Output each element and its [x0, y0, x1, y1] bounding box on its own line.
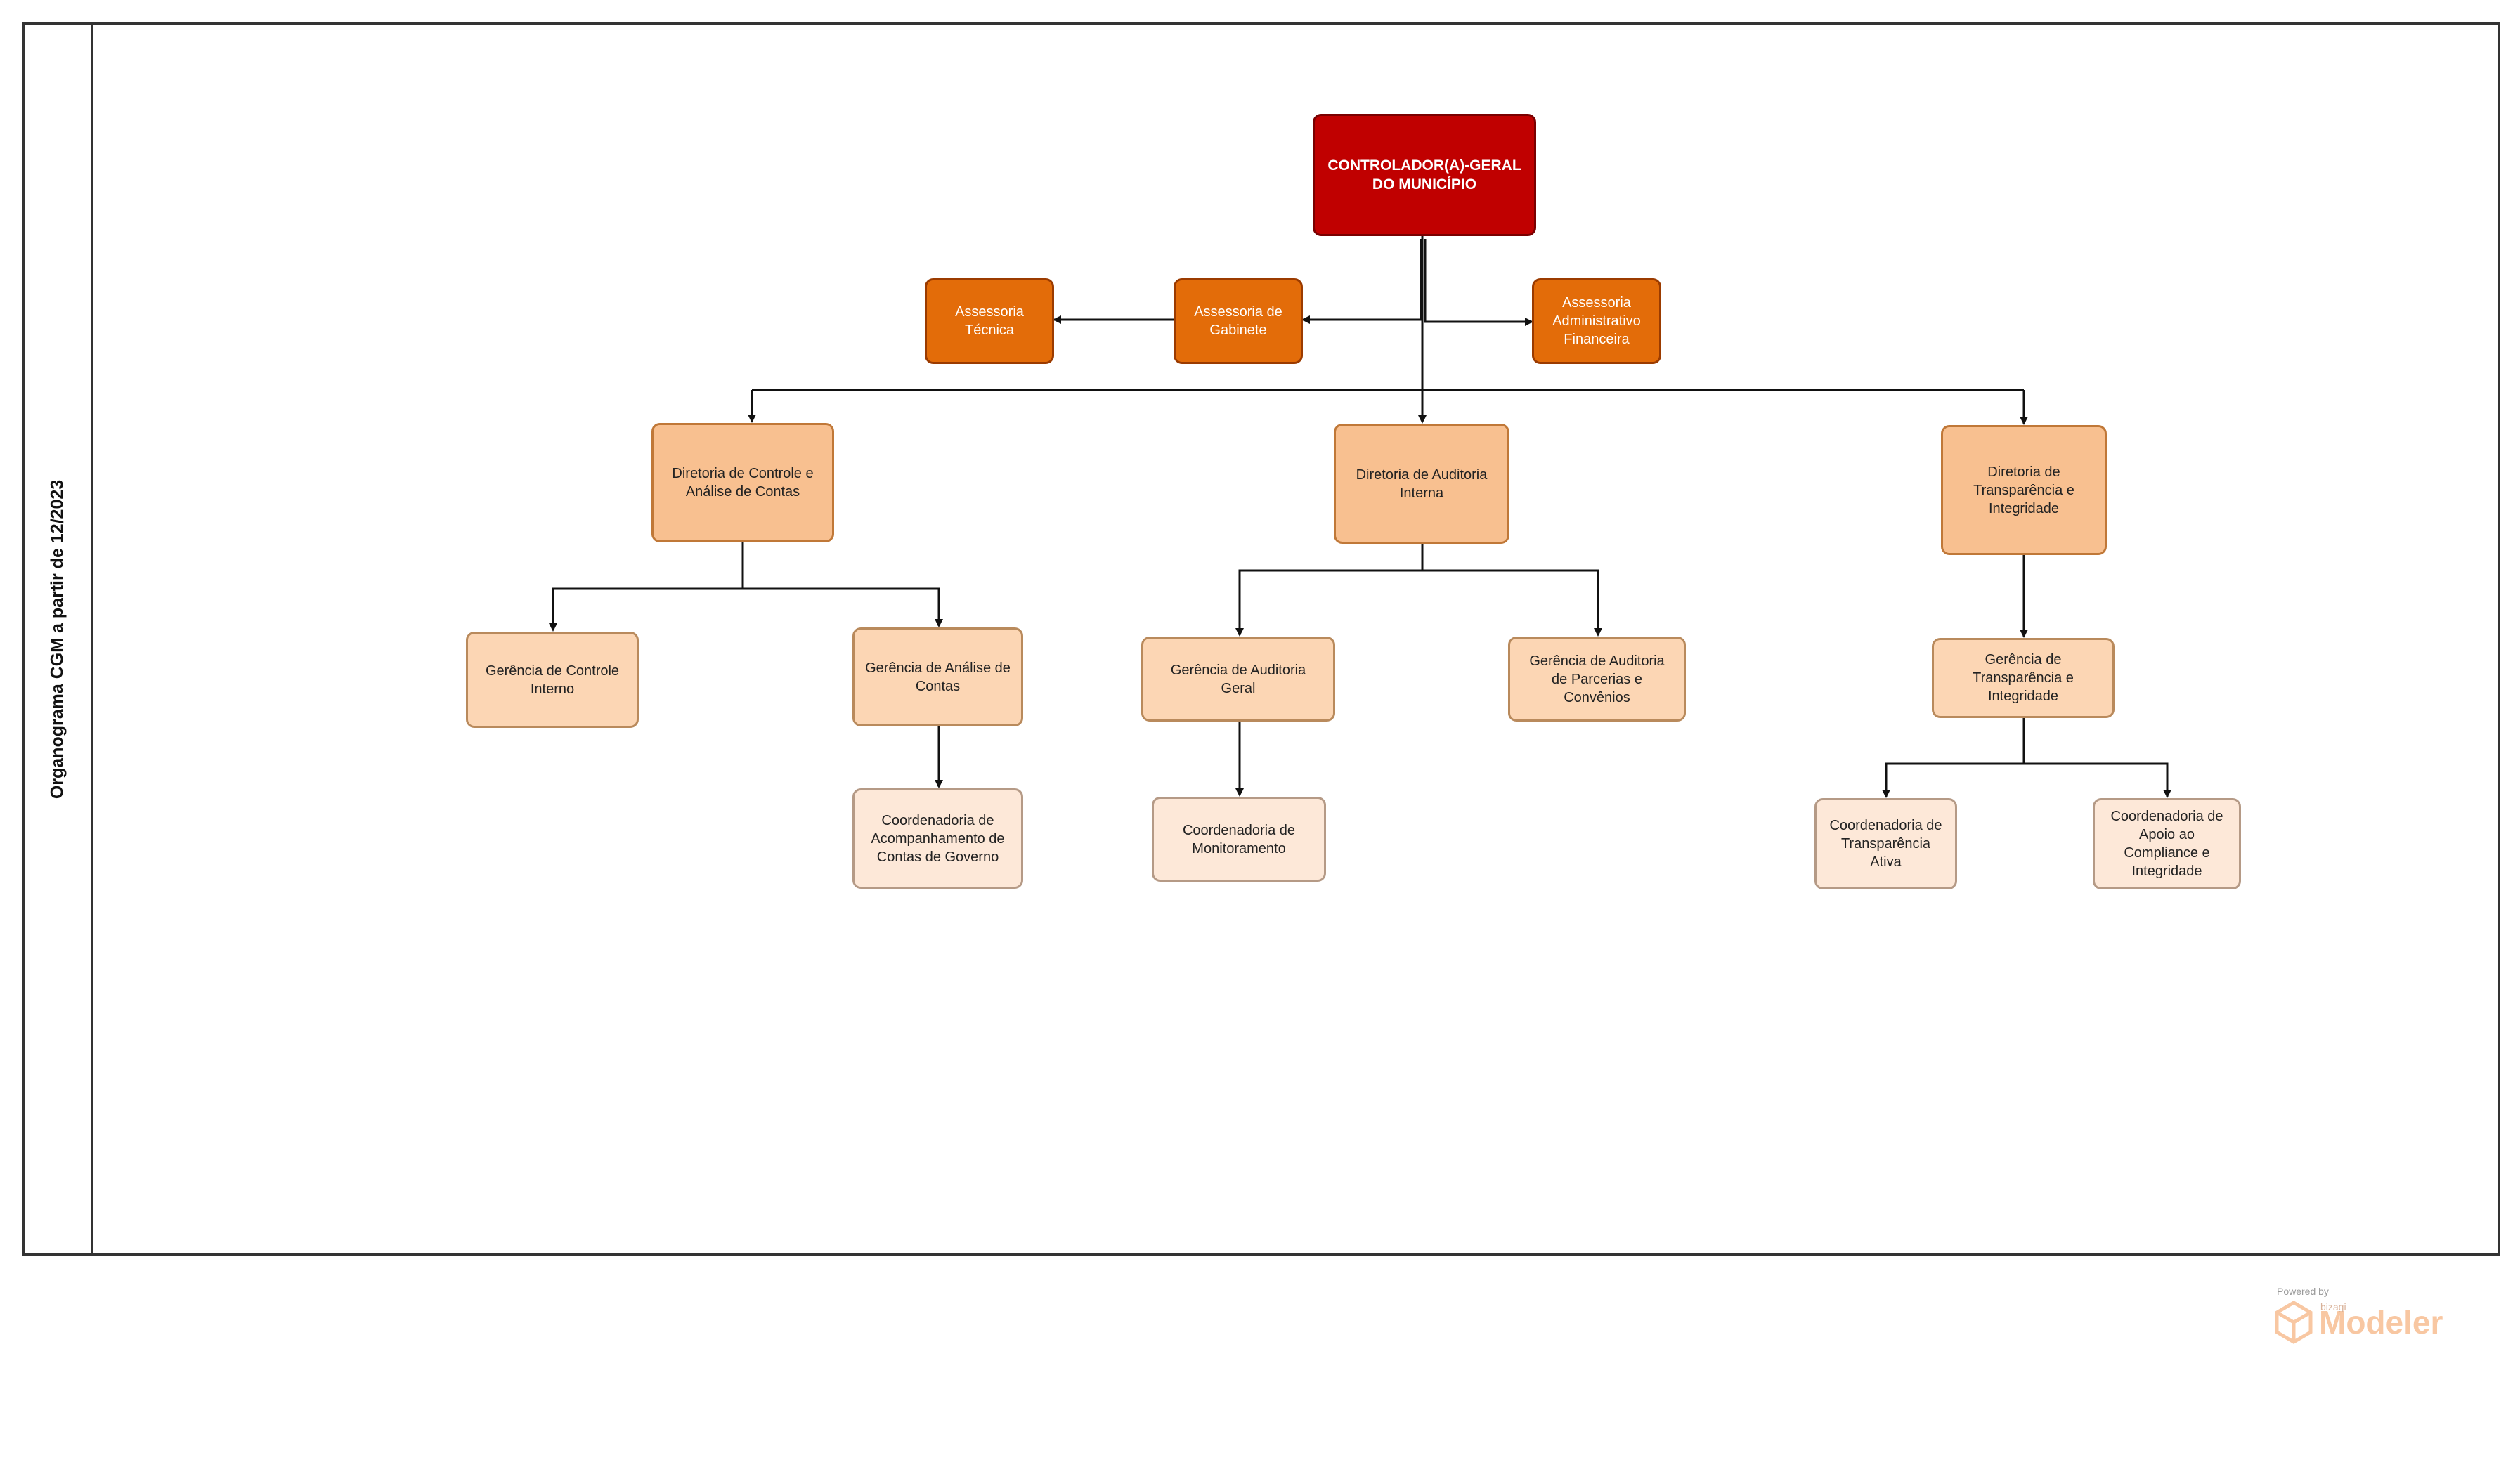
- connector-ger-bus: [1882, 718, 2025, 798]
- watermark-product: Modeler: [2319, 1304, 2443, 1341]
- node-gerencia-transparencia[interactable]: Gerência de Transparência e Integridade: [1932, 638, 2115, 718]
- node-controlador-geral[interactable]: CONTROLADOR(A)-GERAL DO MUNICÍPIO: [1313, 114, 1536, 236]
- node-gerencia-auditoria-geral[interactable]: Gerência de Auditoria Geral: [1141, 637, 1335, 722]
- watermark-vendor: bizagi: [2320, 1301, 2346, 1312]
- connector-controle-analise: [743, 587, 943, 627]
- node-coord-compliance[interactable]: Coordenadoria de Apoio ao Compliance e I…: [2093, 798, 2241, 889]
- connector-auditoria-parcerias: [1422, 569, 1602, 637]
- connector-controle-bus: [549, 542, 744, 632]
- cube-logo-icon: [2275, 1301, 2313, 1344]
- node-assessoria-tecnica[interactable]: Assessoria Técnica: [925, 278, 1054, 364]
- connector-root-adm: [1424, 239, 1533, 326]
- connector-ger-compliance: [2024, 762, 2171, 798]
- node-diretoria-auditoria[interactable]: Diretoria de Auditoria Interna: [1334, 424, 1509, 544]
- node-assessoria-administrativo-financeira[interactable]: Assessoria Administrativo Financeira: [1532, 278, 1661, 364]
- lane-divider: [91, 22, 93, 1256]
- node-coord-contas-governo[interactable]: Coordenadoria de Acompanhamento de Conta…: [852, 788, 1023, 889]
- node-diretoria-controle[interactable]: Diretoria de Controle e Análise de Conta…: [651, 423, 834, 542]
- node-coord-transparencia-ativa[interactable]: Coordenadoria de Transparência Ativa: [1814, 798, 1957, 889]
- node-assessoria-gabinete[interactable]: Assessoria de Gabinete: [1174, 278, 1303, 364]
- node-coord-monitoramento[interactable]: Coordenadoria de Monitoramento: [1152, 797, 1326, 882]
- watermark-powered-label: Powered by: [2277, 1286, 2329, 1297]
- connector-auditoria-bus: [1235, 544, 1424, 637]
- node-gerencia-controle-interno[interactable]: Gerência de Controle Interno: [466, 632, 639, 728]
- bizagi-watermark: Powered by Modeler bizagi: [2274, 1286, 2443, 1345]
- connector-root-gabinete: [1301, 239, 1422, 324]
- node-diretoria-transparencia[interactable]: Diretoria de Transparência e Integridade: [1941, 425, 2107, 555]
- node-gerencia-auditoria-parcerias[interactable]: Gerência de Auditoria de Parcerias e Con…: [1508, 637, 1686, 722]
- diagram-frame: [22, 22, 2500, 1256]
- node-gerencia-analise-contas[interactable]: Gerência de Análise de Contas: [852, 627, 1023, 726]
